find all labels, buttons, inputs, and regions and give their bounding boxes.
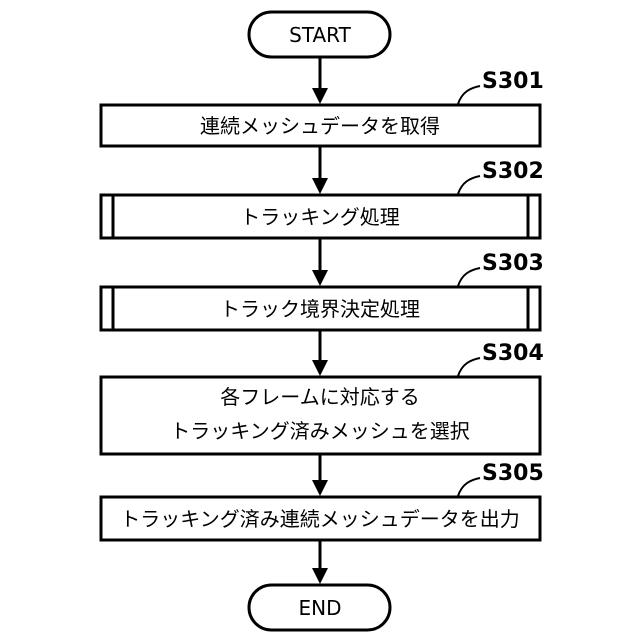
step-s302-text: トラッキング処理: [240, 205, 399, 229]
step-s304-box: 各フレームに対応する トラッキング済みメッシュを選択: [101, 377, 540, 454]
svg-text:S305: S305: [482, 461, 544, 486]
step-s301-label: S301: [458, 69, 544, 104]
step-s303-box: トラック境界決定処理: [101, 287, 540, 330]
arrow-s302-to-s303: [312, 238, 328, 286]
step-s304-text-line1: 各フレームに対応する: [220, 385, 419, 409]
arrow-s303-to-s304: [312, 330, 328, 376]
step-s301-box: 連続メッシュデータを取得: [101, 105, 540, 146]
step-s304-text-line2: トラッキング済みメッシュを選択: [170, 419, 469, 443]
step-s301-text: 連続メッシュデータを取得: [200, 114, 440, 138]
svg-text:S301: S301: [482, 69, 544, 94]
arrow-s305-to-end: [312, 540, 328, 584]
step-s303-text: トラック境界決定処理: [220, 297, 420, 321]
step-s303-label: S303: [458, 251, 544, 286]
arrow-start-to-s301: [312, 57, 328, 104]
step-s305-label: S305: [458, 461, 544, 496]
arrow-s301-to-s302: [312, 146, 328, 194]
svg-text:S303: S303: [482, 251, 544, 276]
step-s304-label: S304: [458, 341, 544, 376]
arrow-s304-to-s305: [312, 454, 328, 496]
step-s305-text: トラッキング済み連続メッシュデータを出力: [120, 507, 519, 531]
step-s302-box: トラッキング処理: [101, 195, 540, 238]
svg-text:S304: S304: [482, 341, 544, 366]
end-terminator: END: [249, 585, 390, 630]
start-terminator: START: [249, 12, 390, 57]
step-s305-box: トラッキング済み連続メッシュデータを出力: [101, 497, 540, 540]
svg-text:S302: S302: [482, 159, 544, 184]
start-label: START: [289, 23, 351, 47]
end-label: END: [299, 596, 342, 620]
step-s302-label: S302: [458, 159, 544, 194]
